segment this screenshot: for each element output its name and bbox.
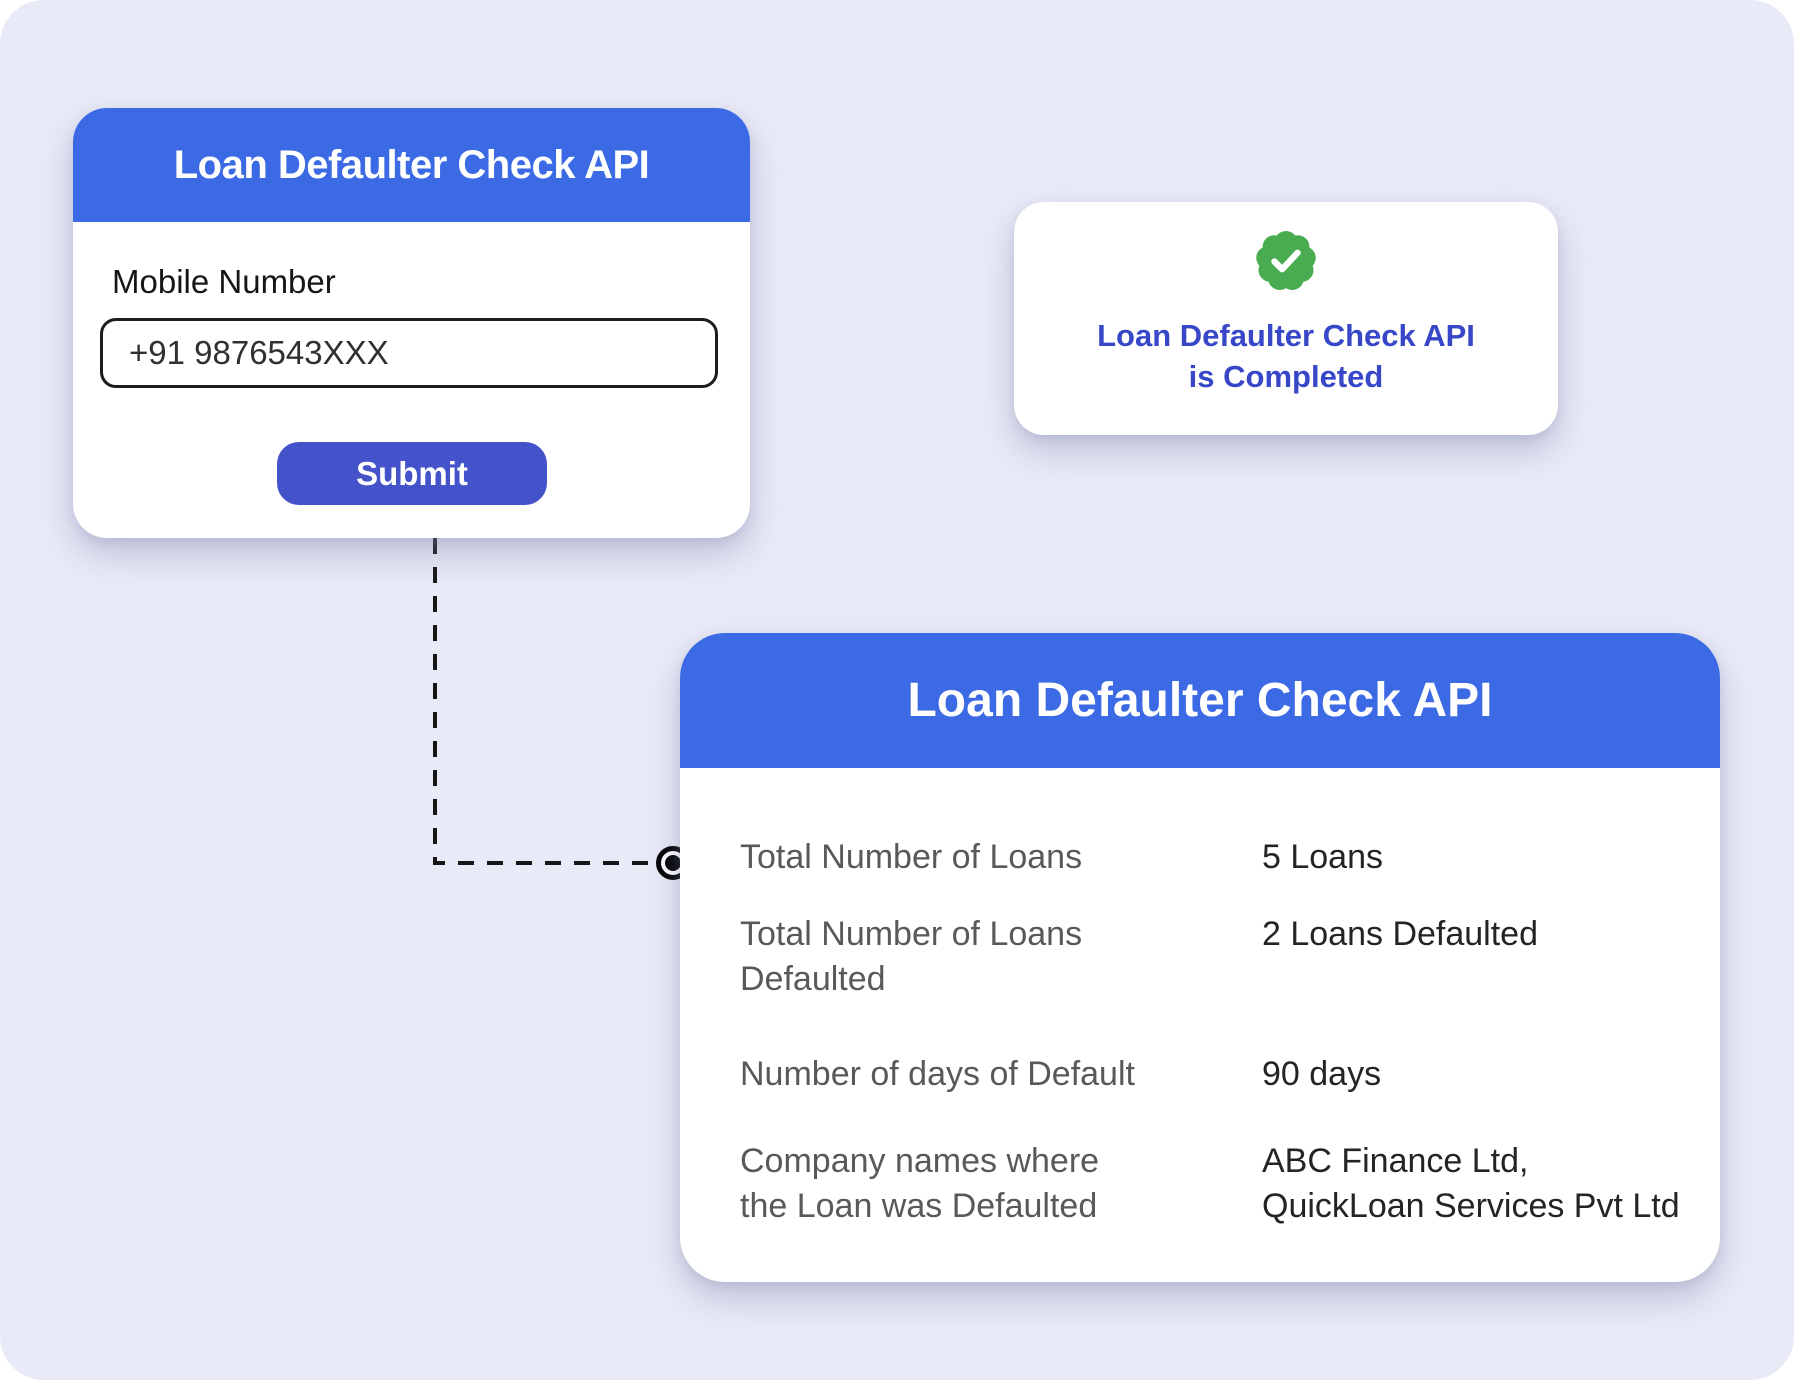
mobile-number-label: Mobile Number xyxy=(112,263,336,300)
row-label-line: Total Number of Loans xyxy=(740,838,1083,876)
row-value: 90 days xyxy=(1262,1052,1702,1097)
status-message-line2: is Completed xyxy=(1188,359,1384,394)
status-message-line1: Loan Defaulter Check API xyxy=(1097,318,1475,353)
row-label-line: Company names where xyxy=(740,1142,1100,1180)
row-label-line: the Loan was Defaulted xyxy=(740,1187,1098,1225)
form-card-header: Loan Defaulter Check API xyxy=(73,108,750,222)
mobile-number-input[interactable] xyxy=(100,318,718,388)
status-message: Loan Defaulter Check API is Completed xyxy=(1014,315,1558,397)
row-value-line: QuickLoan Services Pvt Ltd xyxy=(1262,1187,1680,1225)
row-value-line: ABC Finance Ltd, xyxy=(1262,1142,1529,1180)
result-card-title: Loan Defaulter Check API xyxy=(907,674,1493,727)
row-label: Total Number of Loans Defaulted xyxy=(740,912,1220,1002)
row-value: ABC Finance Ltd, QuickLoan Services Pvt … xyxy=(1262,1139,1702,1229)
row-label: Number of days of Default xyxy=(740,1052,1220,1097)
result-card-header: Loan Defaulter Check API xyxy=(680,633,1720,768)
submit-button[interactable]: Submit xyxy=(277,442,547,505)
row-value: 5 Loans xyxy=(1262,835,1702,880)
row-value-line: 90 days xyxy=(1262,1055,1382,1093)
form-card-title: Loan Defaulter Check API xyxy=(173,142,650,187)
row-label: Company names where the Loan was Default… xyxy=(740,1139,1220,1229)
row-label-line: Defaulted xyxy=(740,960,886,998)
api-completed-card: Loan Defaulter Check API is Completed xyxy=(1014,202,1558,435)
row-value-line: 5 Loans xyxy=(1262,838,1383,876)
row-label: Total Number of Loans xyxy=(740,835,1220,880)
row-label-line: Total Number of Loans xyxy=(740,915,1083,953)
connector-endpoint-dot xyxy=(665,855,681,871)
row-value-line: 2 Loans Defaulted xyxy=(1262,915,1538,953)
check-badge-icon xyxy=(1256,230,1316,290)
row-label-line: Number of days of Default xyxy=(740,1055,1135,1093)
loan-check-form-card: Loan Defaulter Check API Mobile Number S… xyxy=(73,108,750,538)
row-value: 2 Loans Defaulted xyxy=(1262,912,1702,957)
loan-check-result-card: Loan Defaulter Check API Total Number of… xyxy=(680,633,1720,1282)
dashed-connector-line xyxy=(433,538,652,865)
